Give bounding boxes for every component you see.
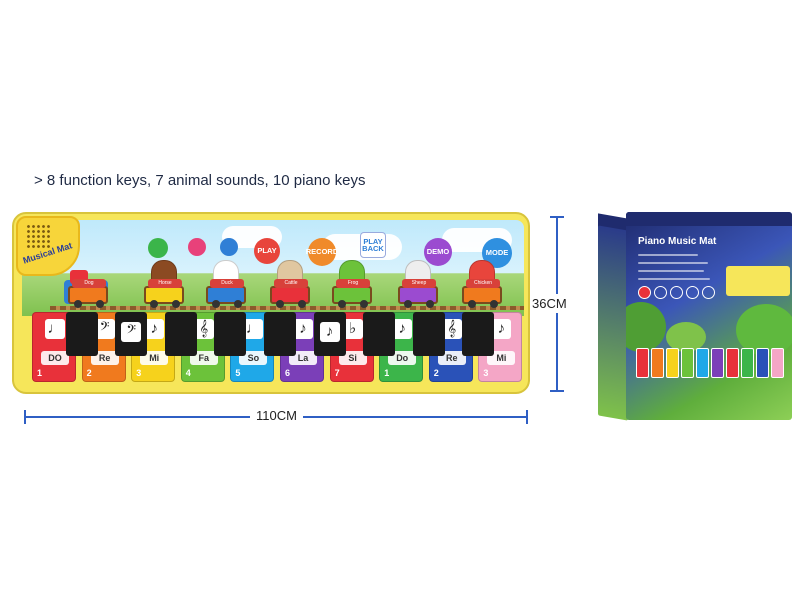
music-note-icon: 𝄞	[441, 319, 462, 339]
function-key-2[interactable]	[220, 238, 238, 256]
function-key-label: DEMO	[426, 247, 450, 257]
key-number: 3	[483, 368, 489, 378]
music-note-icon: ♪	[319, 322, 340, 342]
animal-name-label: Chicken	[466, 279, 500, 288]
music-note-icon: ♪	[144, 319, 165, 339]
box-key-image	[771, 348, 784, 378]
box-title: Piano Music Mat	[638, 236, 717, 247]
box-key-image	[726, 348, 739, 378]
music-note-icon: ♩	[45, 319, 65, 339]
black-key[interactable]	[462, 312, 495, 356]
key-number: 5	[235, 368, 241, 378]
function-keys: PLAY RECORD PLAY BACK DEMO MODE	[148, 232, 524, 270]
key-label: Si	[338, 351, 367, 365]
function-key-3[interactable]: PLAY	[254, 238, 280, 264]
box-key-image	[711, 348, 724, 378]
function-key-6[interactable]: DEMO	[424, 238, 452, 266]
key-number: 1	[37, 368, 43, 378]
key-label: La	[289, 351, 317, 365]
height-dimension-label: 36CM	[532, 294, 567, 313]
train-track	[50, 306, 524, 310]
key-number: 3	[136, 368, 142, 378]
music-note-icon: 𝄞	[193, 319, 214, 339]
function-key-5[interactable]: PLAY BACK	[360, 232, 386, 258]
key-number: 2	[433, 368, 439, 378]
function-key-label: MODE	[485, 248, 509, 258]
product-box: Piano Music Mat	[626, 212, 792, 420]
animal-name-label: Duck	[210, 279, 244, 288]
box-key-image	[681, 348, 694, 378]
black-key[interactable]	[264, 312, 296, 356]
music-note-icon: ♭	[342, 319, 363, 339]
music-note-icon: ♪	[491, 319, 512, 339]
animal-name-label: Dog	[72, 279, 106, 288]
box-key-image	[666, 348, 679, 378]
box-key-image	[636, 348, 649, 378]
key-number: 2	[86, 368, 92, 378]
animal-cart: Chicken	[462, 279, 502, 308]
function-key-label: RECORD	[305, 247, 339, 257]
key-label: Re	[90, 351, 119, 365]
key-number: 7	[334, 368, 340, 378]
music-note-icon: 𝄢	[121, 322, 142, 342]
box-key-image	[651, 348, 664, 378]
animal-name-label: Cattle	[274, 279, 308, 288]
box-key-image	[756, 348, 769, 378]
box-keys-image	[626, 348, 792, 382]
key-label: Mi	[140, 351, 169, 365]
animal-cart: Duck	[206, 279, 246, 308]
box-mat-image	[726, 266, 790, 296]
animal-cart: Frog	[332, 279, 372, 308]
music-note-icon: ♪	[392, 319, 413, 339]
function-key-1[interactable]	[188, 238, 206, 256]
box-side-panel	[598, 225, 628, 421]
key-label: Fa	[189, 351, 218, 365]
key-label: Re	[437, 351, 466, 365]
speaker-badge: Musical Mat	[16, 216, 80, 276]
width-dimension-label: 110CM	[250, 408, 303, 423]
animal-name-label: Sheep	[402, 279, 436, 288]
box-key-image	[741, 348, 754, 378]
black-key[interactable]	[65, 312, 98, 356]
mat-scene: PLAY RECORD PLAY BACK DEMO MODE Dog Horse Duck…	[22, 220, 524, 316]
animal-cart: Sheep	[398, 279, 438, 308]
feature-caption: > 8 function keys, 7 animal sounds, 10 p…	[34, 172, 366, 189]
black-key[interactable]: 𝄢	[115, 312, 148, 356]
key-number: 1	[384, 368, 390, 378]
black-key[interactable]	[363, 312, 396, 356]
piano-key-do[interactable]: ♩ DO 1	[32, 312, 76, 382]
key-number: 4	[185, 368, 191, 378]
animal-cart: Cattle	[270, 279, 310, 308]
black-key[interactable]	[214, 312, 247, 356]
key-label: DO	[41, 351, 69, 365]
piano-mat: PLAY RECORD PLAY BACK DEMO MODE Dog Horse Duck…	[12, 212, 530, 394]
key-label: So	[239, 351, 268, 365]
function-key-4[interactable]: RECORD	[305, 238, 339, 266]
music-note-icon: ♪	[293, 319, 313, 339]
speaker-grille-icon	[26, 224, 52, 250]
key-label: Do	[388, 351, 417, 365]
box-key-image	[696, 348, 709, 378]
key-label: Mi	[487, 351, 516, 365]
animal-cart: Dog	[68, 279, 108, 308]
function-key-label: PLAY BACK	[362, 236, 384, 253]
animal-name-label: Horse	[148, 279, 182, 288]
animal-name-label: Frog	[336, 279, 370, 288]
black-key[interactable]	[164, 312, 197, 356]
music-note-icon: 𝄢	[94, 319, 115, 339]
function-key-0[interactable]	[148, 238, 168, 258]
black-key[interactable]	[412, 312, 445, 356]
music-note-icon: ♩	[243, 319, 264, 339]
key-number: 6	[285, 368, 291, 378]
function-key-label: PLAY	[257, 246, 277, 256]
animal-cart: Horse	[144, 279, 184, 308]
black-key[interactable]: ♪	[313, 312, 346, 356]
